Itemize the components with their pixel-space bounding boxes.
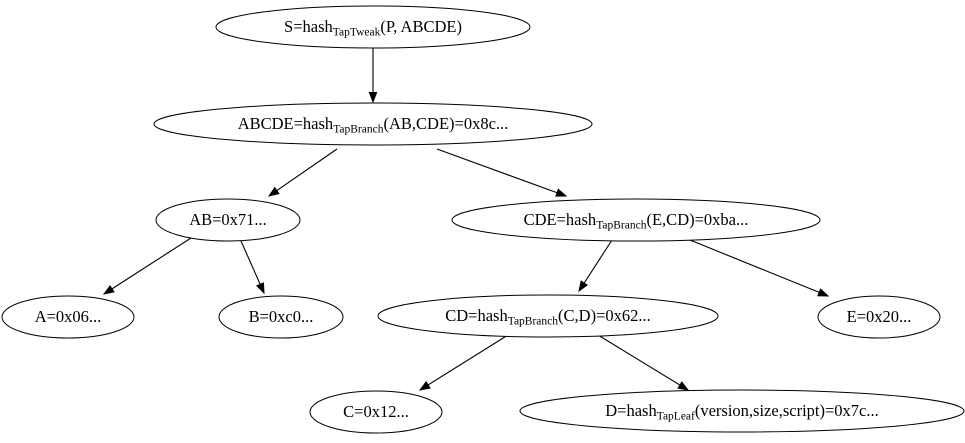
edge-line — [240, 240, 261, 285]
edges-layer — [102, 48, 830, 391]
edge-s-to-abcde — [368, 48, 378, 104]
arrowhead-icon — [102, 284, 115, 295]
edge-line — [583, 239, 613, 284]
edge-cd-to-c — [418, 334, 509, 391]
edge-line — [436, 148, 558, 194]
edge-line — [111, 237, 192, 290]
node-label: ABCDE=hashTapBranch(AB,CDE)=0x8c... — [238, 114, 509, 135]
node-label: CD=hashTapBranch(C,D)=0x62... — [445, 306, 651, 327]
arrowhead-icon — [418, 381, 431, 391]
edge-abcde-to-cde — [436, 148, 568, 197]
node-ellipse[interactable] — [215, 5, 531, 49]
node-cd[interactable]: CD=hashTapBranch(C,D)=0x62... — [377, 294, 719, 338]
node-label: AB=0x71... — [189, 210, 267, 229]
edge-line — [276, 148, 338, 192]
node-ab[interactable]: AB=0x71... — [155, 198, 301, 242]
edge-abcde-to-ab — [267, 148, 338, 197]
node-abcde[interactable]: ABCDE=hashTapBranch(AB,CDE)=0x8c... — [153, 102, 593, 146]
edge-line — [427, 334, 509, 386]
node-ellipse[interactable] — [155, 198, 301, 242]
node-e[interactable]: E=0x20... — [817, 295, 941, 339]
edge-cde-to-e — [689, 239, 830, 297]
node-s[interactable]: S=hashTapTweak(P, ABCDE) — [215, 5, 531, 49]
node-label: CDE=hashTapBranch(E,CD)=0xba... — [524, 210, 749, 231]
node-a[interactable]: A=0x06... — [1, 295, 135, 339]
node-ellipse[interactable] — [377, 294, 719, 338]
node-ellipse[interactable] — [218, 295, 344, 339]
node-ellipse[interactable] — [153, 102, 593, 146]
arrowhead-icon — [368, 92, 378, 104]
node-label: D=hashTapLeaf(version,size,script)=0x7c.… — [605, 401, 879, 422]
node-ellipse[interactable] — [309, 390, 443, 434]
node-c[interactable]: C=0x12... — [309, 390, 443, 434]
nodes-layer: S=hashTapTweak(P, ABCDE) ABCDE=hashTapBra… — [1, 5, 965, 434]
node-label: E=0x20... — [847, 307, 912, 326]
node-ellipse[interactable] — [1, 295, 135, 339]
node-cde[interactable]: CDE=hashTapBranch(E,CD)=0xba... — [451, 198, 821, 242]
node-label: S=hashTapTweak(P, ABCDE) — [284, 17, 462, 38]
node-label: A=0x06... — [35, 307, 102, 326]
arrowhead-icon — [555, 188, 568, 197]
node-ellipse[interactable] — [817, 295, 941, 339]
node-ellipse[interactable] — [519, 389, 965, 433]
arrowhead-icon — [267, 186, 280, 197]
edge-line — [597, 334, 681, 386]
node-b[interactable]: B=0xc0... — [218, 295, 344, 339]
arrowhead-icon — [677, 381, 690, 391]
edge-cde-to-cd — [578, 239, 613, 293]
arrowhead-icon — [256, 282, 265, 295]
edge-ab-to-b — [240, 240, 265, 295]
node-d[interactable]: D=hashTapLeaf(version,size,script)=0x7c.… — [519, 389, 965, 433]
arrowhead-icon — [817, 288, 830, 297]
node-label: C=0x12... — [343, 402, 409, 421]
edge-line — [689, 239, 820, 293]
edge-cd-to-d — [597, 334, 690, 391]
arrowhead-icon — [578, 280, 589, 293]
node-ellipse[interactable] — [451, 198, 821, 242]
edge-ab-to-a — [102, 237, 192, 295]
node-label: B=0xc0... — [249, 307, 314, 326]
